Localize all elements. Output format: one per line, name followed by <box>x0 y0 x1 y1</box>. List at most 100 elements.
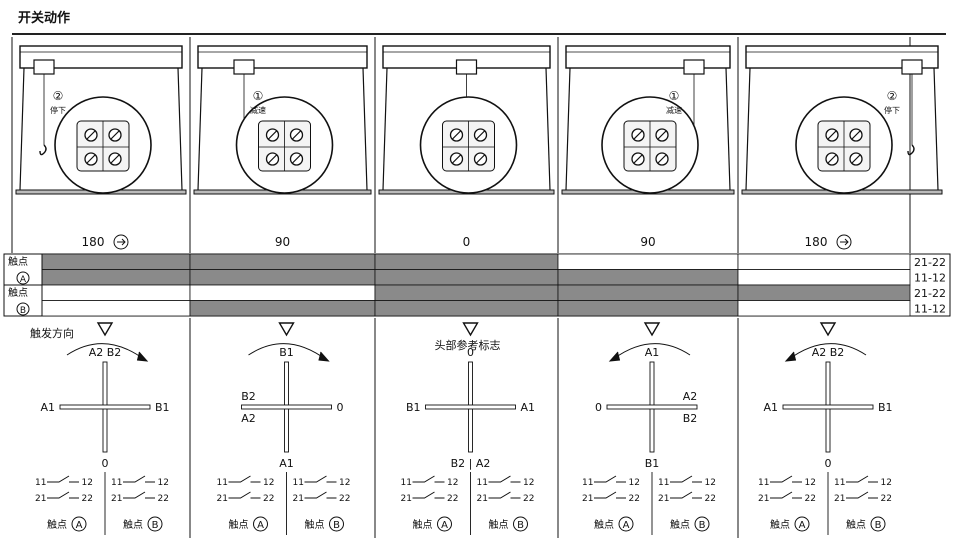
contact-num-22: 22 <box>263 494 274 504</box>
screw-slot <box>292 130 301 140</box>
angle-value: 180 <box>82 235 105 249</box>
screw-slot <box>476 130 485 140</box>
panel-step-number: ① <box>253 89 264 103</box>
panel-5: ②停下 <box>741 45 943 195</box>
contact-num-12: 12 <box>629 478 640 488</box>
contact-num-12: 12 <box>158 478 169 488</box>
dial-label-top: A1 <box>645 346 660 359</box>
contact-a-caption: 触点 <box>770 518 790 531</box>
contact-switch-symbol <box>304 491 337 499</box>
contact-b-circle <box>513 516 528 532</box>
contact-switch-symbol <box>228 491 261 499</box>
contact-state-cell <box>374 253 559 270</box>
panel-step-label: 减速 <box>250 105 266 115</box>
rotation-arc <box>248 343 327 361</box>
contact-b-circle <box>329 516 344 532</box>
contact-state-cell <box>737 284 911 301</box>
dial-label-top: 0 <box>467 346 474 359</box>
contact-state-cell <box>557 269 739 286</box>
contact-switch-symbol <box>846 491 878 499</box>
contact-num-11: 11 <box>582 478 593 488</box>
contact-row-label: 21-22 <box>914 256 946 269</box>
contact-a-caption-mark: A <box>623 520 630 531</box>
screw-slot <box>86 130 96 140</box>
rail-beam <box>565 45 731 69</box>
angle-value: 90 <box>640 235 655 249</box>
contact-switch-symbol <box>670 475 702 483</box>
dial-label-left-2: A2 <box>241 412 256 425</box>
screw-slot <box>86 154 96 164</box>
contact-num-21: 21 <box>293 494 304 504</box>
contact-num-12: 12 <box>339 478 350 488</box>
head-reference-triangle-icon <box>643 322 661 337</box>
contact-num-22: 22 <box>881 494 892 504</box>
contact-num-12: 12 <box>523 478 534 488</box>
contact-state-cell <box>557 253 739 270</box>
dial-label-right-2: B2 <box>683 412 698 425</box>
dial-label-bottom: 0 <box>825 457 832 470</box>
contact-num-21: 21 <box>582 494 593 504</box>
dial-label-bottom: A1 <box>279 457 294 470</box>
contact-num-11: 11 <box>293 478 304 488</box>
contact-switch-symbol <box>770 475 802 483</box>
rotation-arc <box>611 343 691 361</box>
contact-switch-symbol <box>846 475 878 483</box>
hook-icon <box>39 144 47 156</box>
contact-state-cell <box>189 253 376 270</box>
contact-b-caption: 触点 <box>305 518 325 531</box>
contact-b-caption-mark: B <box>875 520 882 531</box>
panel-1: ②停下 <box>15 45 187 195</box>
panel-step-label: 停下 <box>884 105 900 115</box>
contact-a-caption: 触点 <box>594 518 614 531</box>
contact-a-mark-circle <box>16 271 30 285</box>
support-leg <box>565 67 571 191</box>
page-title: 开关动作 <box>18 11 71 26</box>
arrow-right-icon <box>840 238 849 246</box>
contact-state-cell <box>374 300 559 317</box>
contact-b-mark: B <box>20 306 26 316</box>
contact-row-label: 11-12 <box>914 272 946 285</box>
contact-state-cell <box>41 269 191 286</box>
contact-a-circle <box>794 516 810 532</box>
hoist-trolley <box>901 59 923 75</box>
dial-label-bottom: B1 <box>645 457 660 470</box>
rotation-arc <box>787 343 867 361</box>
contact-a-circle <box>71 516 87 532</box>
contact-row-label: 11-12 <box>914 303 946 316</box>
contact-a-circle <box>618 516 634 532</box>
contact-num-11: 11 <box>758 478 769 488</box>
contact-num-11: 11 <box>35 478 46 488</box>
contact-a-caption-mark: A <box>76 520 83 531</box>
head-reference-triangle-icon <box>462 322 479 337</box>
contact-a-circle <box>253 516 268 532</box>
contact-num-22: 22 <box>339 494 350 504</box>
screw-slot <box>633 154 643 164</box>
contact-switch-symbol <box>47 475 79 483</box>
contact-num-11: 11 <box>401 478 412 488</box>
contact-state-cell <box>737 300 911 317</box>
contact-switch-symbol <box>594 491 626 499</box>
contact-num-22: 22 <box>523 494 534 504</box>
contact-state-cell <box>557 284 739 301</box>
dial-label-right: B1 <box>878 401 893 414</box>
support-leg <box>362 67 368 191</box>
screw-slot <box>110 130 120 140</box>
rotation-arrow-icon <box>784 351 797 362</box>
contact-a-caption-mark: A <box>799 520 806 531</box>
contact-b-mark-circle <box>16 302 30 316</box>
support-leg <box>745 67 751 191</box>
rotation-arrow-icon <box>318 351 330 362</box>
rail-beam <box>197 45 368 69</box>
contact-num-12: 12 <box>447 478 458 488</box>
dial-label-left: A1 <box>763 401 778 414</box>
screw-slot <box>268 130 277 140</box>
dial-caption: 触发方向 <box>30 326 74 340</box>
dial-label-right: 0 <box>337 401 344 414</box>
contact-a-mark: A <box>20 275 27 285</box>
contact-switch-symbol <box>47 491 79 499</box>
screw-slot <box>657 154 667 164</box>
contact-state-cell <box>189 269 376 286</box>
